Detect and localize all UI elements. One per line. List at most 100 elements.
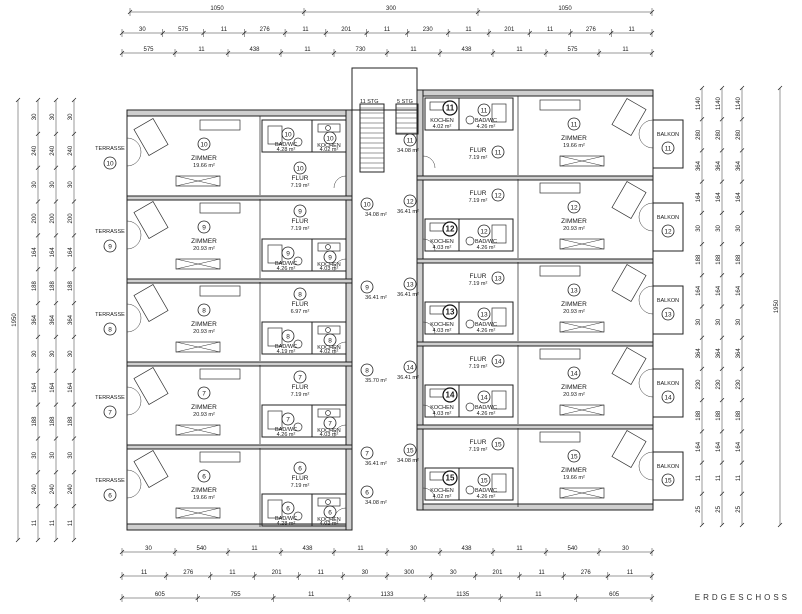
right-wing-bottom-wall bbox=[416, 503, 654, 511]
unit-number-circle bbox=[323, 131, 337, 145]
desk bbox=[539, 182, 581, 194]
unit-number: 11 bbox=[495, 150, 502, 157]
unit-number: 8 bbox=[365, 368, 369, 375]
dim-label: 200 bbox=[32, 213, 38, 224]
bathroom bbox=[458, 467, 514, 501]
unit-number-circle bbox=[491, 437, 505, 451]
dim-label: 1133 bbox=[381, 592, 395, 598]
entry-area: 36.41 m² bbox=[397, 292, 419, 298]
dim-tick bbox=[71, 131, 77, 137]
unit-number: 14 bbox=[570, 371, 578, 378]
entry-area: 36.41 m² bbox=[365, 295, 387, 301]
dim-label: 30 bbox=[68, 350, 74, 357]
flur-label: FLUR bbox=[470, 147, 487, 154]
dim-label: 1140 bbox=[716, 96, 722, 110]
dim-tick bbox=[719, 460, 725, 465]
bed bbox=[133, 201, 169, 239]
right-wing-corridor-wall bbox=[416, 89, 424, 511]
kitchen-label: KOCHEN bbox=[430, 239, 454, 245]
dim-tick bbox=[719, 179, 725, 184]
dim-tick bbox=[699, 241, 705, 247]
unit-number-circle bbox=[661, 224, 675, 238]
dim-label: 11 bbox=[547, 27, 554, 33]
bathtub bbox=[491, 224, 507, 244]
unit-number: 10 bbox=[106, 161, 114, 168]
terrace-door-swing bbox=[126, 220, 142, 236]
unit-number: 15 bbox=[570, 454, 578, 461]
zimmer-area: 19.66 m² bbox=[193, 495, 215, 501]
left-wing-bottom-wall bbox=[126, 523, 353, 531]
dim-label: 164 bbox=[32, 247, 38, 258]
unit-number-circle bbox=[477, 473, 491, 487]
dim-tick bbox=[35, 131, 41, 137]
kitchen-label: KOCHEN bbox=[430, 118, 454, 124]
dim-label: 30 bbox=[32, 350, 38, 357]
unit-number: 11 bbox=[571, 122, 578, 129]
dim-tick bbox=[719, 366, 725, 372]
bathroom bbox=[458, 218, 514, 252]
toilet bbox=[293, 256, 303, 266]
dim-label: 11 bbox=[318, 570, 325, 576]
dim-tick bbox=[739, 522, 745, 528]
zimmer-label: ZIMMER bbox=[191, 487, 217, 494]
dim-tick bbox=[719, 273, 725, 278]
zimmer-label: ZIMMER bbox=[561, 467, 587, 474]
entry-door-swing bbox=[422, 404, 436, 418]
zimmer-area: 20.93 m² bbox=[193, 246, 215, 252]
flur-area: 7.19 m² bbox=[469, 281, 488, 287]
dim-label: 364 bbox=[50, 314, 56, 325]
dim-label: 364 bbox=[68, 314, 74, 325]
dim-label: 164 bbox=[50, 382, 56, 393]
bathtub bbox=[491, 390, 507, 410]
dim-label: 11 bbox=[68, 519, 74, 526]
dim-label: 30 bbox=[736, 224, 742, 231]
unit-divider-wall bbox=[416, 258, 654, 264]
entry-door-swing bbox=[333, 341, 347, 355]
dim-tick bbox=[71, 470, 77, 475]
zimmer-label: ZIMMER bbox=[191, 238, 217, 245]
dim-label: 188 bbox=[32, 280, 38, 291]
dim-tick bbox=[719, 429, 725, 434]
dim-tick bbox=[71, 436, 77, 441]
dim-label: 11 bbox=[50, 519, 56, 526]
unit-number-circle bbox=[103, 405, 117, 419]
unit-number-circle bbox=[491, 354, 505, 368]
dim-tick bbox=[71, 537, 77, 543]
balcony-label: BALKON bbox=[657, 298, 679, 304]
dim-label: 30 bbox=[50, 350, 56, 357]
unit-number-circle bbox=[323, 416, 337, 430]
stair-steps bbox=[360, 107, 418, 169]
dim-tick bbox=[71, 503, 77, 509]
dim-label: 276 bbox=[581, 570, 592, 576]
dim-tick bbox=[739, 429, 745, 434]
dim-tick bbox=[53, 131, 59, 137]
bathroom-area: 4.28 m² bbox=[277, 147, 296, 153]
bathroom-area: 4.26 m² bbox=[477, 411, 496, 417]
staircase-right bbox=[395, 103, 419, 135]
dim-label: 30 bbox=[50, 113, 56, 120]
dim-label: 276 bbox=[586, 27, 597, 33]
unit-number-circle bbox=[197, 220, 211, 234]
dim-label: 1140 bbox=[696, 96, 702, 110]
dim-label: 188 bbox=[716, 410, 722, 421]
flur-area: 7.19 m² bbox=[291, 226, 310, 232]
unit-number: 14 bbox=[494, 359, 502, 366]
unit-number: 7 bbox=[286, 417, 290, 424]
terrace-door-swing bbox=[126, 386, 142, 402]
dim-tick bbox=[739, 179, 745, 184]
dim-tick bbox=[71, 402, 77, 407]
kitchen bbox=[311, 404, 347, 438]
unit-number: 9 bbox=[328, 255, 332, 262]
dim-label: 188 bbox=[32, 416, 38, 427]
unit-number: 10 bbox=[284, 132, 292, 139]
terrace-label: TERRASSE bbox=[95, 229, 125, 235]
kitchen-area: 4.02 m² bbox=[320, 349, 339, 355]
dim-tick bbox=[35, 334, 41, 340]
dim-label: 188 bbox=[68, 416, 74, 427]
dim-label: 11 bbox=[229, 570, 236, 576]
unit-number-circle bbox=[403, 360, 417, 374]
dim-tick bbox=[719, 241, 725, 247]
dim-tick bbox=[53, 300, 59, 306]
unit-number: 13 bbox=[664, 312, 672, 319]
